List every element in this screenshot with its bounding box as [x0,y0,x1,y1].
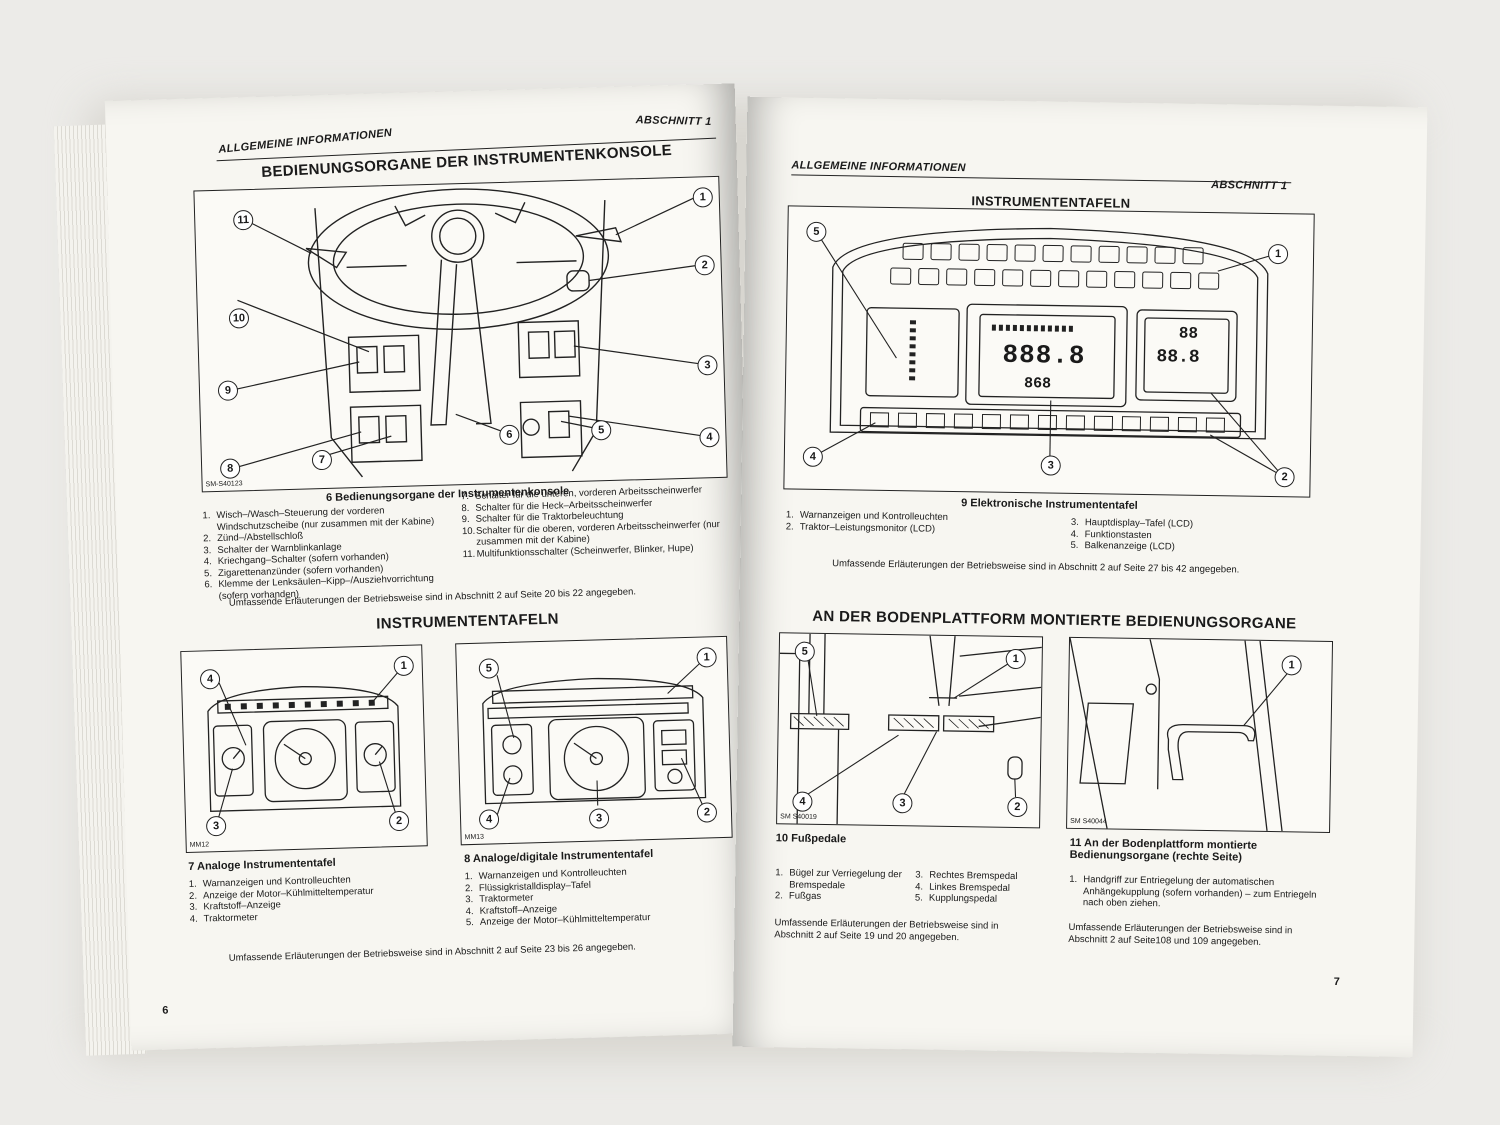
list-item: 2.Fußgas [774,890,822,902]
caption-fig8: 8 Analoge/digitale Instrumententafel [464,847,654,866]
figure-analog-panel: 1 2 3 4 MM12 [180,644,428,854]
list-fig10-left: 1.Bügel zur Verriegelung der Bremspedale… [775,867,906,904]
foot-pedals-illustration [779,633,1042,825]
panels-title-left: INSTRUMENTENTAFELN [376,610,560,633]
figure-id: SM S40044 [1070,817,1107,826]
list-item: 5.Kupplungspedal [914,892,998,905]
figure-id: MM12 [189,841,210,849]
caption-fig9: 9 Elektronische Instrumententafel [961,497,1138,512]
lcd-main-readout: 888.8 [1002,339,1086,372]
list-fig9-left: 1.Warnanzeigen und Kontrolleuchten 2.Tra… [786,509,1026,536]
list-item: 1.Handgriff zur Entriegelung der automat… [1069,873,1317,910]
list-item: 2.Traktor–Leistungsmonitor (LCD) [785,520,936,535]
list-item: 5.Balkenanzeige (LCD) [1070,539,1175,553]
left-header-section: ALLGEMEINE INFORMATIONEN [217,126,393,156]
figure-electronic-panel: 888.8 868 88 88.8 1 2 3 4 5 [783,205,1315,498]
list-fig10-right: 3.Rechtes Bremspedal 4.Linkes Bremspedal… [915,869,1041,905]
lcd-right-top-readout: 88 [1178,324,1199,343]
figure-id: SM S40019 [780,813,817,821]
figure-id: MM13 [464,833,485,842]
caption-fig10: 10 Fußpedale [775,832,847,846]
figure-analog-digital-panel: 1 2 3 4 5 MM13 [455,635,733,846]
left-header-chapter: ABSCHNITT 1 [635,114,712,129]
figure-id: SM-S40123 [205,480,243,489]
right-header-section: ALLGEMEINE INFORMATIONEN [791,159,966,175]
hitch-release-illustration [1069,637,1288,832]
note-fig7-8: Umfassende Erläuterungen der Betriebswei… [228,941,637,964]
figure-foot-pedals: 1 2 3 4 5 SM S40019 [776,632,1044,829]
list-fig6-right: 7.Schalter für die unteren, vorderen Arb… [461,484,728,560]
caption-fig7: 7 Analoge Instrumententafel [188,856,336,873]
page-number-right: 7 [1333,976,1340,989]
list-item: 1.Bügel zur Verriegelung der Bremspedale [775,867,902,891]
note-fig11: Umfassende Erläuterungen der Betriebswei… [1068,921,1293,948]
list-fig9-right: 3.Hauptdisplay–Tafel (LCD) 4.Funktionsta… [1070,517,1291,555]
figure-console-controls: 10 11 1 2 3 4 5 6 7 8 9 SM-S40123 [193,175,728,493]
figure-hitch-release: 1 SM S40044 [1066,636,1334,833]
lcd-secondary-readout: 868 [1023,375,1052,393]
caption-fig11: 11 An der Bodenplattform montierte Bedie… [1069,836,1258,864]
note-fig9: Umfassende Erläuterungen der Betriebswei… [832,558,1240,576]
left-page: ALLGEMEINE INFORMATIONEN ABSCHNITT 1 BED… [104,83,762,1051]
console-illustration [229,188,712,478]
list-fig6-left: 1.Wisch–/Wasch–Steuerung der vorderen Wi… [202,503,464,602]
lcd-right-bottom-readout: 88.8 [1156,347,1200,368]
analog-panel-illustration [207,669,402,827]
list-fig11: 1.Handgriff zur Entriegelung der automat… [1069,874,1332,913]
electronic-panel-illustration [812,227,1284,477]
list-fig7: 1.Warnanzeigen und Kontrolleuchten 2.Anz… [189,873,420,925]
page-number-left: 6 [162,1004,169,1017]
note-fig10: Umfassende Erläuterungen der Betriebswei… [774,917,999,944]
right-page: ALLGEMEINE INFORMATIONEN ABSCHNITT 1 INS… [732,96,1428,1058]
list-fig8: 1.Warnanzeigen und Kontrolleuchten 2.Flü… [465,864,727,929]
floor-controls-title: AN DER BODENPLATTFORM MONTIERTE BEDIENUN… [812,607,1297,633]
